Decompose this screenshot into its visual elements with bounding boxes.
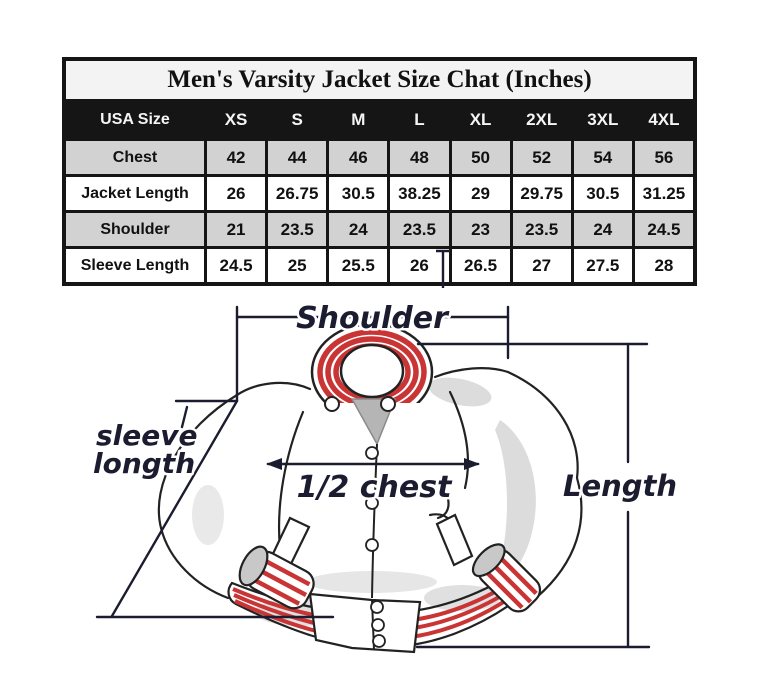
pocket-welt-right [435,513,474,567]
row-label-sleeve-length: Sleeve Length [66,249,204,282]
col-header-3xl: 3XL [573,102,632,138]
cuff-left [238,545,315,610]
size-value-cell: 24.5 [634,213,693,246]
size-value-cell: 30.5 [573,177,632,210]
pocket-welt-left [268,516,311,572]
waistband-tab [308,592,422,654]
col-header-m: M [329,102,388,138]
size-value-cell: 25.5 [329,249,388,282]
size-value-cell: 48 [390,141,449,174]
size-value-cell: 31.25 [634,177,693,210]
shoulder-label: Shoulder [296,301,450,336]
sleeve-length-label-line1: sleeve [96,419,198,452]
row-label-chest: Chest [66,141,204,174]
size-value-cell: 26 [390,249,449,282]
collar [310,322,434,403]
size-value-cell: 54 [573,141,632,174]
size-value-cell: 26.5 [451,249,510,282]
size-value-cell: 23 [451,213,510,246]
collar-button [324,396,340,412]
collar-button [380,396,396,412]
size-value-cell: 28 [634,249,693,282]
waistband-stripes [232,572,530,642]
col-header-s: S [268,102,327,138]
size-value-cell: 24 [329,213,388,246]
size-value-cell: 26 [207,177,266,210]
sleeve-diagonal [110,399,239,618]
size-chart-title: Men's Varsity Jacket Size Chat (Inches) [66,61,693,99]
half-chest-arrowheads [266,458,480,470]
size-value-cell: 42 [207,141,266,174]
size-value-cell: 46 [329,141,388,174]
front-placket [371,443,378,651]
row-label-jacket-length: Jacket Length [66,177,204,210]
col-header-usa-size: USA Size [66,102,204,138]
size-value-cell: 23.5 [512,213,571,246]
size-value-cell: 38.25 [390,177,449,210]
size-value-cell: 29.75 [512,177,571,210]
size-value-cell: 29 [451,177,510,210]
col-header-xl: XL [451,102,510,138]
measurement-lines [95,305,651,649]
size-value-cell: 25 [268,249,327,282]
jacket-outline [157,367,583,649]
sleeve-length-label-line2: longth [93,447,195,480]
jacket-shading [192,377,536,626]
col-header-2xl: 2XL [512,102,571,138]
size-value-cell: 52 [512,141,571,174]
jacket-body [157,362,582,652]
size-value-cell: 24 [573,213,632,246]
col-header-xs: XS [207,102,266,138]
sleeve-dash [180,405,189,429]
half-chest-label: 1/2 chest [297,470,453,505]
length-label: Length [563,469,677,503]
size-value-cell: 26.75 [268,177,327,210]
size-value-cell: 27.5 [573,249,632,282]
size-chart-table: Men's Varsity Jacket Size Chat (Inches) … [62,57,697,286]
size-value-cell: 56 [634,141,693,174]
neck-inset [350,398,397,446]
size-value-cell: 21 [207,213,266,246]
size-value-cell: 44 [268,141,327,174]
size-value-cell: 23.5 [268,213,327,246]
size-value-cell: 23.5 [390,213,449,246]
row-label-shoulder: Shoulder [66,213,204,246]
size-value-cell: 50 [451,141,510,174]
size-value-cell: 30.5 [329,177,388,210]
col-header-l: L [390,102,449,138]
size-value-cell: 27 [512,249,571,282]
placket-buttons [365,446,386,648]
cuff-right [471,543,542,613]
size-value-cell: 24.5 [207,249,266,282]
col-header-4xl: 4XL [634,102,693,138]
